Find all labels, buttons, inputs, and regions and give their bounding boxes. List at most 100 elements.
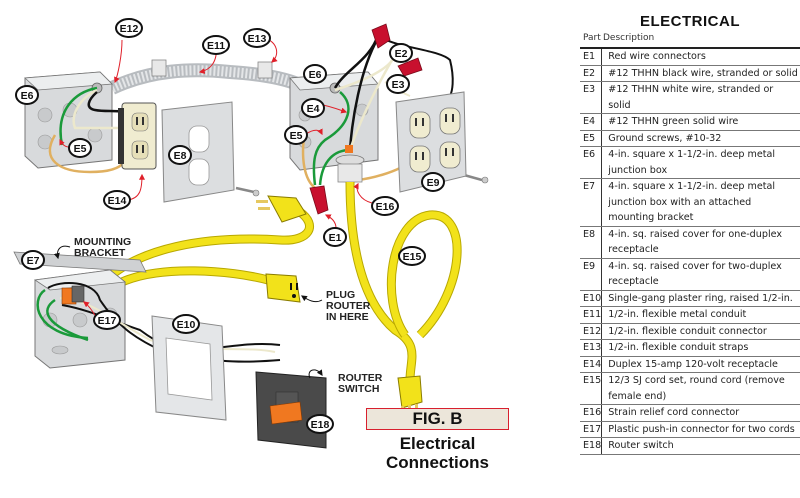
callout-e14: E14 bbox=[103, 190, 131, 210]
part-description: Single-gang plaster ring, raised 1/2-in. bbox=[601, 290, 800, 307]
svg-text:E5: E5 bbox=[290, 130, 303, 142]
svg-text:E14: E14 bbox=[108, 195, 127, 207]
svg-text:E5: E5 bbox=[74, 143, 87, 155]
callout-e12: E12 bbox=[115, 18, 143, 38]
part-id: E4 bbox=[580, 113, 603, 131]
svg-text:E6: E6 bbox=[21, 90, 34, 102]
single-duplex-cover bbox=[161, 101, 235, 203]
callout-e4: E4 bbox=[301, 98, 325, 118]
conduit-strap bbox=[257, 61, 273, 79]
wire-connector bbox=[371, 23, 391, 49]
parts-row: E4#12 THHN green solid wire bbox=[580, 113, 800, 131]
part-id: E6 bbox=[580, 146, 603, 179]
parts-row: E3#12 THHN white wire, stranded or solid bbox=[580, 81, 800, 114]
note-router-switch-line2: SWITCH bbox=[338, 383, 379, 395]
part-description: #12 THHN white wire, stranded or solid bbox=[601, 81, 800, 114]
part-description: 4-in. square x 1-1/2-in. deep metal junc… bbox=[601, 146, 800, 179]
part-description: Router switch bbox=[601, 437, 800, 455]
callout-e15: E15 bbox=[398, 246, 426, 266]
conduit-strap bbox=[151, 59, 167, 77]
part-id: E15 bbox=[580, 372, 603, 405]
wire-connector bbox=[397, 57, 423, 77]
part-id: E10 bbox=[580, 290, 603, 307]
two-duplex-cover-with-receptacles bbox=[395, 91, 467, 193]
part-description: #12 THHN black wire, stranded or solid bbox=[601, 65, 800, 82]
part-id: E5 bbox=[580, 130, 603, 147]
callout-e5-right: E5 bbox=[284, 125, 308, 145]
note-mounting-bracket-line1: MOUNTING bbox=[74, 236, 131, 248]
callout-e9: E9 bbox=[421, 172, 445, 192]
svg-text:E17: E17 bbox=[98, 315, 117, 327]
part-description: #12 THHN green solid wire bbox=[601, 113, 800, 131]
junction-box-left bbox=[24, 71, 113, 169]
flexible-conduit bbox=[109, 59, 314, 97]
part-description: Plastic push-in connector for two cords bbox=[601, 421, 800, 438]
callout-e17: E17 bbox=[93, 310, 121, 330]
callout-e6-right: E6 bbox=[303, 64, 327, 84]
part-description: 12/3 SJ cord set, round cord (remove fem… bbox=[601, 372, 800, 405]
svg-text:E4: E4 bbox=[307, 103, 320, 115]
figure-caption: Electrical Connections bbox=[360, 434, 515, 472]
strain-relief-connector bbox=[335, 154, 365, 183]
callout-e2: E2 bbox=[389, 43, 413, 63]
screw bbox=[235, 186, 255, 194]
part-description: 4-in. sq. raised cover for two-duplex re… bbox=[601, 258, 800, 291]
part-description: Duplex 15-amp 120-volt receptacle bbox=[601, 356, 800, 373]
part-description: 4-in. square x 1-1/2-in. deep metal junc… bbox=[601, 178, 800, 227]
callout-e18: E18 bbox=[306, 414, 334, 434]
part-description: 1/2-in. flexible metal conduit bbox=[601, 306, 800, 324]
part-id: E9 bbox=[580, 258, 603, 291]
router-switch bbox=[255, 371, 327, 449]
svg-text:E8: E8 bbox=[174, 150, 187, 162]
callout-e10: E10 bbox=[172, 314, 200, 334]
note-plug-router-line3: IN HERE bbox=[326, 311, 369, 323]
parts-list-title: ELECTRICAL bbox=[640, 13, 740, 30]
callout-e1: E1 bbox=[323, 227, 347, 247]
part-description: 1/2-in. flexible conduit connector bbox=[601, 323, 800, 340]
svg-text:E1: E1 bbox=[329, 232, 342, 244]
part-id: E13 bbox=[580, 339, 603, 357]
figure-caption-line2: Connections bbox=[386, 453, 489, 472]
column-header-description: Description bbox=[603, 33, 655, 43]
wire-connector bbox=[309, 185, 329, 215]
part-id: E18 bbox=[580, 437, 603, 455]
svg-text:E7: E7 bbox=[27, 255, 40, 267]
svg-text:E10: E10 bbox=[177, 319, 196, 331]
push-in-connector bbox=[61, 285, 85, 305]
part-description: 1/2-in. flexible conduit straps bbox=[601, 339, 800, 357]
svg-text:E2: E2 bbox=[395, 48, 408, 60]
svg-text:E13: E13 bbox=[248, 33, 267, 45]
part-description: Strain relief cord connector bbox=[601, 404, 800, 422]
part-id: E2 bbox=[580, 65, 603, 82]
part-id: E7 bbox=[580, 178, 603, 227]
callout-e6-left: E6 bbox=[15, 85, 39, 105]
part-id: E17 bbox=[580, 421, 603, 438]
parts-row: E2#12 THHN black wire, stranded or solid bbox=[580, 65, 800, 82]
part-id: E8 bbox=[580, 226, 603, 259]
note-plug-router-line1: PLUG bbox=[326, 289, 355, 301]
svg-text:E18: E18 bbox=[311, 419, 330, 431]
svg-text:E6: E6 bbox=[309, 69, 322, 81]
callout-e3: E3 bbox=[386, 74, 410, 94]
screw bbox=[463, 173, 483, 182]
figure-label: FIG. B bbox=[366, 408, 509, 430]
part-id: E12 bbox=[580, 323, 603, 340]
callout-e5-left: E5 bbox=[68, 138, 92, 158]
figure-caption-line1: Electrical bbox=[399, 434, 476, 453]
part-id: E16 bbox=[580, 404, 603, 422]
svg-text:E12: E12 bbox=[120, 23, 139, 35]
